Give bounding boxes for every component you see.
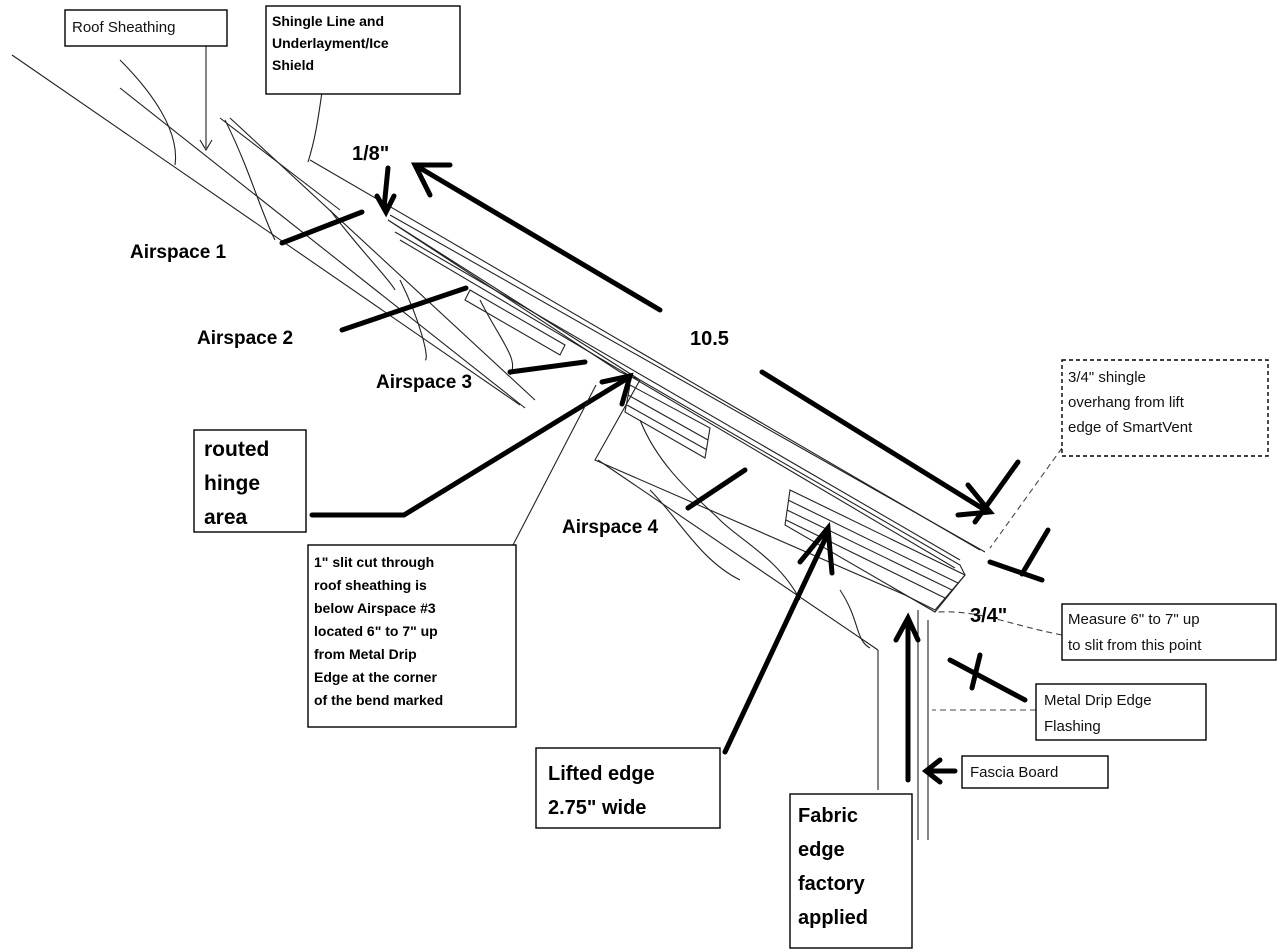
airspace-1-label: Airspace 1 (130, 242, 227, 263)
shingle-line-2: Underlayment/Ice (272, 35, 389, 51)
label-routed-hinge: routed hinge area (193, 429, 307, 533)
svg-text:3/4" shingle: 3/4" shingle (1068, 369, 1146, 386)
svg-text:Fabric: Fabric (798, 805, 858, 827)
svg-text:factory: factory (798, 873, 866, 895)
label-overhang-note: 3/4" shingle overhang from lift edge of … (1061, 359, 1269, 457)
label-fascia: Fascia Board (961, 755, 1109, 789)
shingle-line-3: Shield (272, 57, 314, 73)
airspace-4-label: Airspace 4 (562, 517, 659, 538)
shingle-line-1: Shingle Line and (272, 13, 384, 29)
label-lifted-edge: Lifted edge 2.75" wide (535, 747, 721, 829)
svg-text:edge of SmartVent: edge of SmartVent (1068, 419, 1193, 436)
dim-three-quarter: 3/4" (970, 605, 1007, 627)
svg-text:to slit from this point: to slit from this point (1068, 637, 1202, 654)
routed-line-1: routed (204, 438, 269, 461)
svg-text:Fascia Board: Fascia Board (970, 764, 1058, 781)
label-roof-sheathing: Roof Sheathing (64, 9, 228, 47)
svg-text:Flashing: Flashing (1044, 718, 1101, 735)
svg-text:overhang from lift: overhang from lift (1068, 394, 1185, 411)
routed-line-2: hinge (204, 472, 260, 495)
svg-text:Edge at the corner: Edge at the corner (314, 669, 437, 685)
svg-text:2.75" wide: 2.75" wide (548, 797, 646, 819)
label-metal-drip: Metal Drip Edge Flashing (1035, 683, 1207, 741)
svg-text:applied: applied (798, 907, 868, 929)
dim-ten-five: 10.5 (690, 328, 729, 350)
dim-one-eighth: 1/8" (352, 143, 389, 165)
label-fabric-edge: Fabric edge factory applied (789, 793, 913, 949)
svg-text:below Airspace #3: below Airspace #3 (314, 600, 436, 616)
airspace-2-label: Airspace 2 (197, 328, 293, 349)
pointer-arrows (279, 162, 1051, 785)
svg-text:located 6" to 7" up: located 6" to 7" up (314, 623, 438, 639)
svg-text:from Metal Drip: from Metal Drip (314, 646, 417, 662)
routed-line-3: area (204, 506, 248, 529)
svg-text:roof sheathing is: roof sheathing is (314, 577, 427, 593)
airspace-3-label: Airspace 3 (376, 372, 472, 393)
svg-text:of the bend marked: of the bend marked (314, 692, 443, 708)
svg-text:edge: edge (798, 839, 845, 861)
svg-text:Roof Sheathing: Roof Sheathing (72, 19, 175, 36)
svg-text:1" slit cut through: 1" slit cut through (314, 554, 434, 570)
svg-text:Measure 6" to 7" up: Measure 6" to 7" up (1068, 611, 1200, 628)
svg-text:Lifted edge: Lifted edge (548, 763, 655, 785)
label-measure-note: Measure 6" to 7" up to slit from this po… (1061, 603, 1277, 661)
leader-lines (199, 46, 1063, 711)
label-shingle-line: Shingle Line and Underlayment/Ice Shield (265, 5, 461, 95)
label-slit-note: 1" slit cut through roof sheathing is be… (307, 544, 517, 728)
svg-text:Metal Drip Edge: Metal Drip Edge (1044, 692, 1152, 709)
